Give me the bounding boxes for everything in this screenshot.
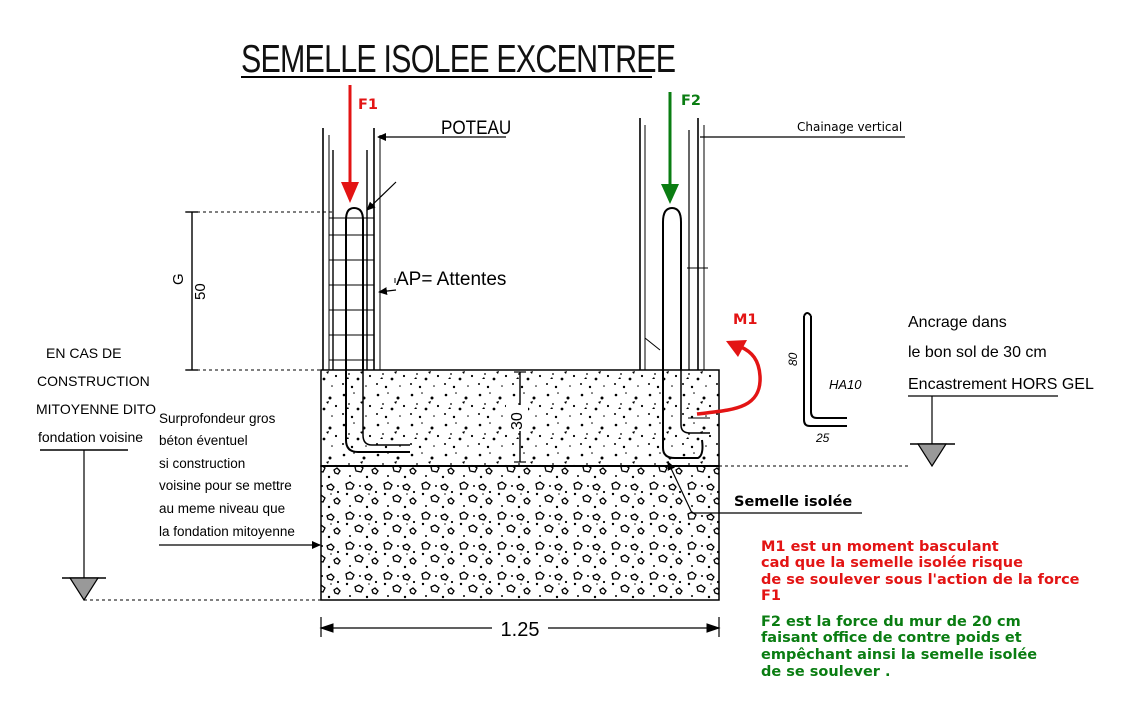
- force-f2: F2: [661, 92, 701, 204]
- f1-label: F1: [358, 97, 378, 113]
- mitoyenne-line-3: MITOYENNE DITO: [36, 401, 156, 417]
- semelle-label: Semelle isolée: [734, 494, 852, 510]
- m1-label: M1: [733, 312, 758, 328]
- ground-level-left: [40, 449, 321, 602]
- m1-note-line-3: de se soulever sous l'action de la force: [761, 572, 1080, 588]
- title-block: SEMELLE ISOLEE EXCENTREE: [241, 37, 676, 80]
- ancrage-note: Ancrage dans le bon sol de 30 cm Encastr…: [908, 314, 1094, 397]
- gravel-layer: [320, 465, 720, 601]
- f2-note-line-4: de se soulever .: [761, 664, 891, 680]
- diagram-title: SEMELLE ISOLEE EXCENTREE: [241, 37, 675, 80]
- surprof-line-2: béton éventuel: [159, 433, 248, 448]
- ha10-dim-80: 80: [786, 352, 800, 366]
- surprofondeur-note: Surprofondeur gros béton éventuel si con…: [159, 411, 321, 549]
- surprof-line-6: la fondation mitoyenne: [159, 524, 295, 539]
- ha10-dim-25: 25: [815, 431, 830, 445]
- mitoyenne-line-4: fondation voisine: [38, 429, 143, 445]
- f2-note-line-1: F2 est la force du mur de 20 cm: [761, 614, 1021, 630]
- f2-label: F2: [681, 93, 701, 109]
- ha10-label: HA10: [829, 377, 862, 392]
- ancrage-line-2: le bon sol de 30 cm: [908, 344, 1047, 361]
- force-f1: F1: [341, 85, 378, 203]
- attentes-label: AP= Attentes: [396, 269, 506, 290]
- dimension-label-30: 30: [509, 412, 526, 430]
- dimension-30-bg: [506, 405, 528, 431]
- mitoyenne-note: EN CAS DE CONSTRUCTION MITOYENNE DITO fo…: [36, 345, 156, 445]
- poteau-label: POTEAU: [441, 117, 511, 138]
- m1-note-line-4: F1: [761, 588, 781, 604]
- semelle-leader: [667, 461, 862, 514]
- ancrage-line-3: Encastrement HORS GEL: [908, 376, 1094, 393]
- bar-leader: [366, 181, 397, 211]
- dimension-50: [185, 211, 334, 371]
- surprof-line-4: voisine pour se mettre: [159, 478, 292, 493]
- mitoyenne-line-1: EN CAS DE: [46, 345, 121, 361]
- dimension-label-50: 50: [192, 283, 209, 300]
- m1-explanation: M1 est un moment basculant cad que la se…: [761, 539, 1080, 604]
- m1-note-line-1: M1 est un moment basculant: [761, 539, 999, 555]
- dimension-125: [319, 617, 721, 637]
- f2-note-line-3: empêchant ainsi la semelle isolée: [761, 647, 1037, 663]
- mitoyenne-line-2: CONSTRUCTION: [37, 373, 150, 389]
- surprof-line-5: au meme niveau que: [159, 501, 285, 516]
- chainage-label: Chainage vertical: [797, 120, 902, 134]
- ancrage-line-1: Ancrage dans: [908, 314, 1007, 331]
- surprof-line-3: si construction: [159, 456, 245, 471]
- f2-note-line-2: faisant office de contre poids et: [761, 630, 1022, 646]
- dimension-label-125: 1.25: [501, 619, 540, 641]
- m1-note-line-2: cad que la semelle isolée risque: [761, 555, 1023, 571]
- ground-level-right: [719, 396, 955, 468]
- attentes-leader: [378, 287, 397, 296]
- surprof-line-1: Surprofondeur gros: [159, 411, 276, 426]
- ha10-bar-detail: [803, 312, 847, 427]
- column-left: [322, 128, 410, 453]
- f2-explanation: F2 est la force du mur de 20 cm faisant …: [761, 614, 1037, 680]
- moment-m1: M1: [696, 312, 762, 416]
- dimension-label-cm-mark: G: [170, 273, 187, 285]
- column-right: [639, 118, 710, 459]
